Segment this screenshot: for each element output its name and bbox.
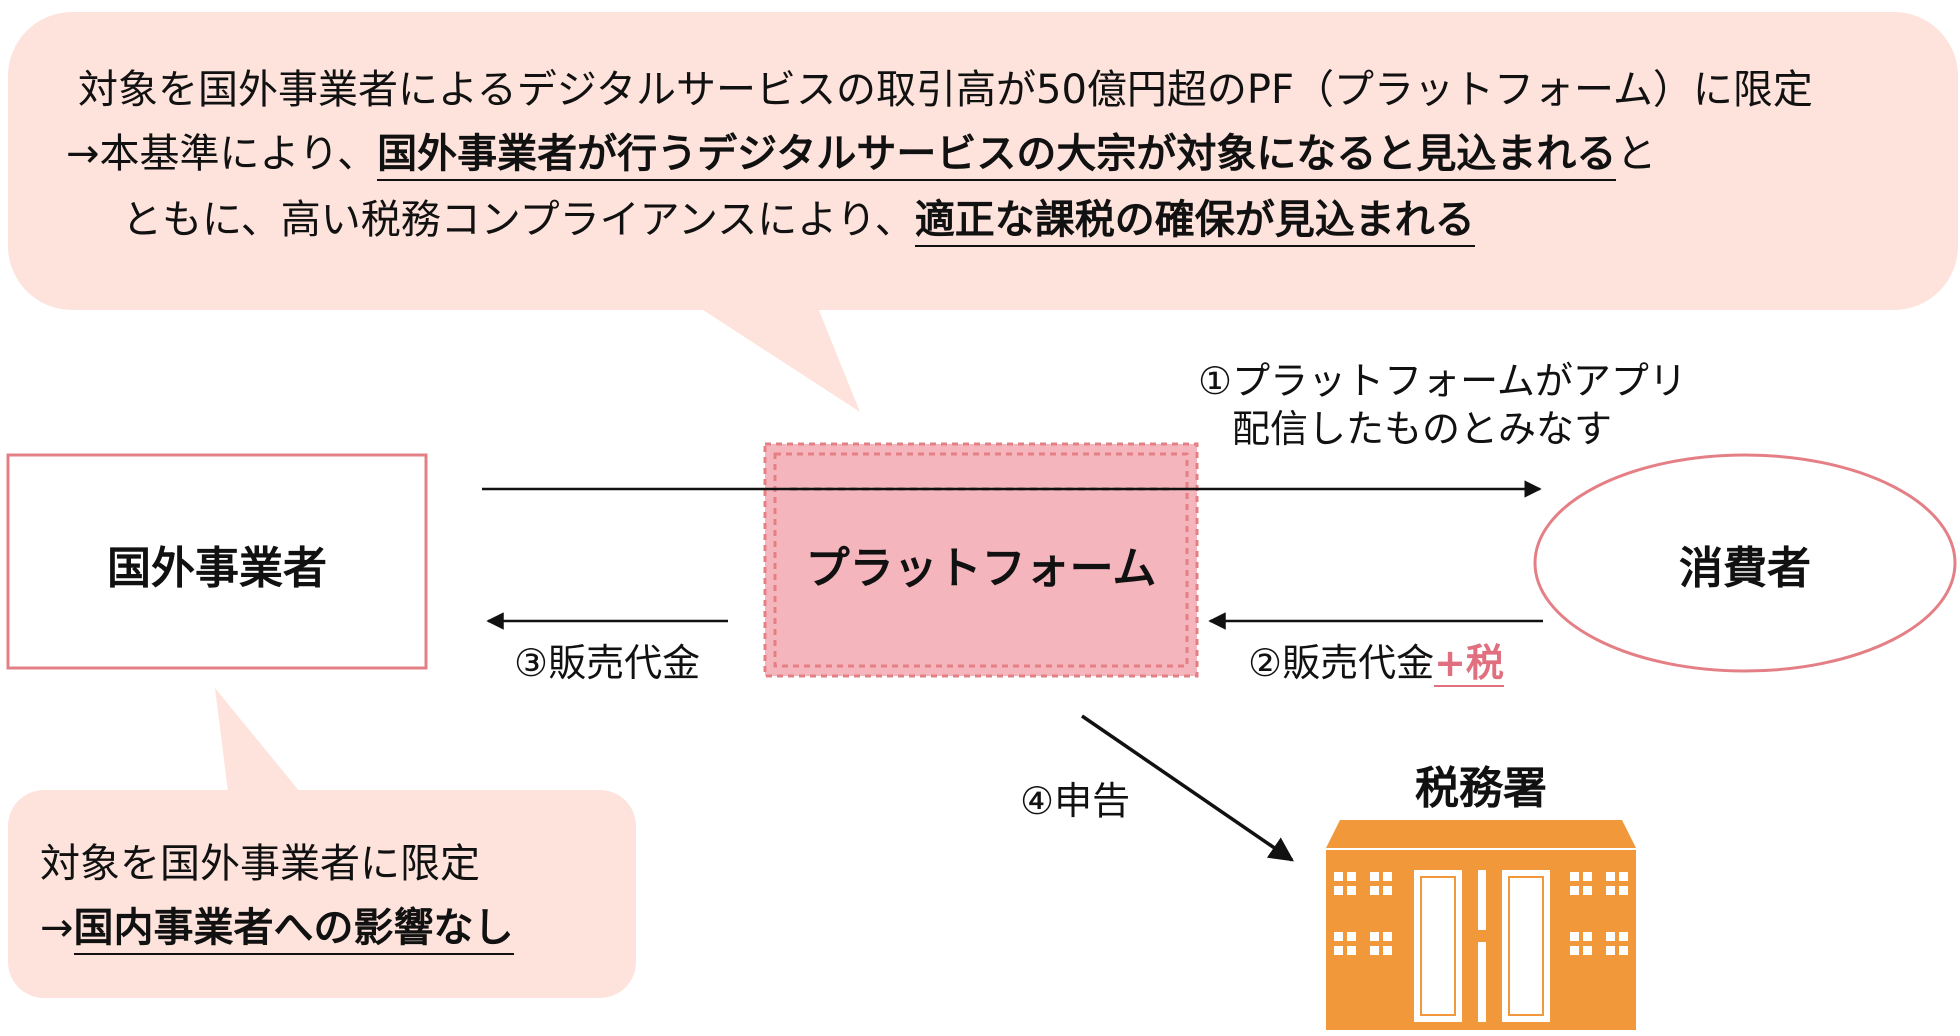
top-bubble-line2-emphasis: 国外事業者が行うデジタルサービスの大宗が対象になると見込まれる (377, 131, 1617, 181)
top-bubble-line2: →本基準により、国外事業者が行うデジタルサービスの大宗が対象になると見込まれると (66, 128, 1657, 181)
step3-label: ③販売代金 (514, 641, 701, 685)
bottom-bubble-line2-emphasis: 国内事業者への影響なし (73, 905, 514, 955)
step2-label-prefix: ②販売代金 (1248, 641, 1435, 685)
top-bubble-line2-prefix: →本基準により、 (66, 131, 378, 177)
top-speech-bubble (8, 12, 1958, 412)
bottom-bubble-line2-prefix: → (40, 905, 74, 951)
platform-label: プラットフォーム (805, 543, 1157, 594)
building-icon (1326, 820, 1636, 1030)
bottom-bubble-line1: 対象を国外事業者に限定 (40, 841, 480, 887)
foreign-business-box (6, 453, 428, 670)
step2-label: ②販売代金+税 (1248, 640, 1504, 687)
consumer-label: 消費者 (1679, 543, 1811, 594)
bottom-speech-bubble (8, 688, 636, 998)
platform-box (763, 442, 1199, 678)
top-bubble-line2-suffix: と (1616, 131, 1657, 177)
foreign-business-label: 国外事業者 (107, 543, 327, 594)
step1-label-line2: 配信したものとみなす (1232, 407, 1613, 451)
bottom-bubble-line2: →国内事業者への影響なし (40, 902, 514, 955)
step1-label-line1: ①プラットフォームがアプリ (1198, 359, 1687, 403)
top-bubble-line3: ともに、高い税務コンプライアンスにより、適正な課税の確保が見込まれる (122, 194, 1475, 247)
tax-office-label: 税務署 (1415, 763, 1547, 814)
step2-label-tax: +税 (1434, 641, 1504, 687)
top-bubble-line3-prefix: ともに、高い税務コンプライアンスにより、 (122, 197, 915, 243)
consumer-ellipse (1533, 453, 1957, 673)
step4-label: ④申告 (1020, 779, 1131, 823)
top-bubble-line3-emphasis: 適正な課税の確保が見込まれる (914, 197, 1475, 247)
top-bubble-line1: 対象を国外事業者によるデジタルサービスの取引高が50億円超のPF（プラットフォー… (78, 67, 1813, 113)
arrow-step4 (1081, 714, 1295, 862)
